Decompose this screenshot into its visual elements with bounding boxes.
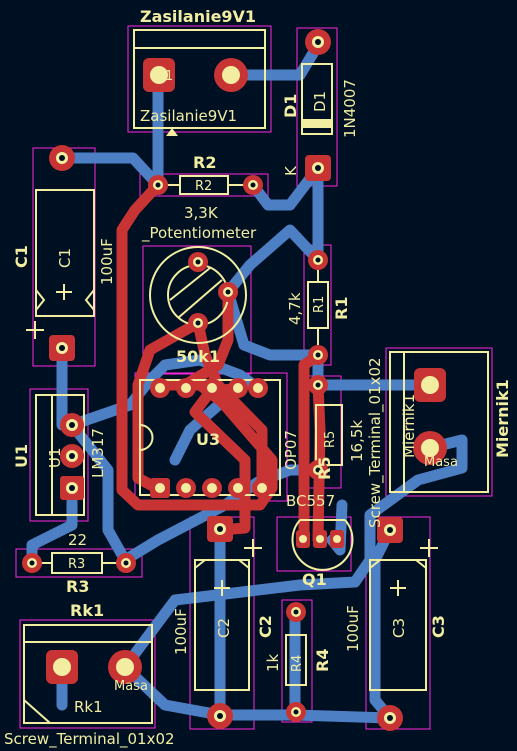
rk1-pin1: 1 <box>58 661 66 676</box>
pads <box>22 29 447 731</box>
r5-fab-label: R5 <box>323 431 338 448</box>
zasilanie-pin2: 2 <box>226 69 234 84</box>
r4-fab-label: R4 <box>290 655 305 672</box>
u3-value: OP07 <box>282 430 300 470</box>
d1-cathode-mark: K <box>282 165 300 176</box>
rk1-pin2: 2 <box>120 661 128 676</box>
miernik-pin1: 1 <box>426 379 434 394</box>
c3-fab-label: C3 <box>390 618 408 638</box>
c1-reference: C1 <box>12 245 31 268</box>
c1-fab-label: C1 <box>56 248 74 268</box>
zasilanie-reference: Zasilanie9V1 <box>140 7 256 26</box>
rk1-masa-label: Masa <box>114 679 148 694</box>
miernik-terminal-type: Screw_Terminal_01x02 <box>366 357 385 528</box>
r1-fab-label: R1 <box>312 296 327 313</box>
rk1-terminal-type: Screw_Terminal_01x02 <box>4 730 175 749</box>
c2-fab-label: C2 <box>215 618 233 638</box>
r3-reference: R3 <box>66 577 89 596</box>
rk1-reference: Rk1 <box>70 601 104 620</box>
r4-reference: R4 <box>313 649 332 672</box>
q1-value: BC557 <box>286 492 335 510</box>
potentiometer-value: _Potentiometer <box>141 224 257 243</box>
d1-reference: D1 <box>281 94 300 118</box>
r1-value: 4,7k <box>286 292 304 325</box>
c2-value: 100uF <box>172 608 190 655</box>
miernik-masa-label: Masa <box>424 455 458 470</box>
miernik-reference: Miernik1 <box>493 379 512 458</box>
r3-value: 22 <box>68 531 87 549</box>
u1-reference: U1 <box>12 444 31 468</box>
r4-value: 1k <box>264 653 282 672</box>
r5-reference: R5 <box>315 457 334 480</box>
miernik-pin2: 2 <box>426 442 434 457</box>
potentiometer-sub-label: 50k1 <box>176 347 220 366</box>
d1-fab-label: D1 <box>311 91 329 112</box>
rk1-fab-label: Rk1 <box>74 698 103 716</box>
zasilanie-fab-label: Zasilanie9V1 <box>140 107 237 125</box>
u3-fab-label: U3 <box>196 430 220 449</box>
q1-reference: Q1 <box>302 570 327 589</box>
u1-fab-label: U1 <box>46 447 64 468</box>
zasilanie-pin1: 1 <box>165 69 173 84</box>
silkscreen-labels: Zasilanie9V1 Zasilanie9V1 1 2 D1 D1 1N40… <box>4 7 512 749</box>
c3-reference: C3 <box>429 615 448 638</box>
u1-value: LM317 <box>89 428 107 478</box>
r1-reference: R1 <box>332 297 351 320</box>
c2-reference: C2 <box>256 615 275 638</box>
miernik-fab-label: Miernik1 <box>400 394 418 458</box>
r5-value: 16,5k <box>348 420 366 462</box>
d1-value: 1N4007 <box>341 79 359 138</box>
c3-value: 100uF <box>344 605 362 652</box>
r2-value: 3,3K <box>184 204 219 222</box>
r2-fab-label: R2 <box>195 179 212 194</box>
r2-reference: R2 <box>193 153 216 172</box>
r3-fab-label: R3 <box>68 557 85 572</box>
c1-value: 100uF <box>98 238 116 285</box>
